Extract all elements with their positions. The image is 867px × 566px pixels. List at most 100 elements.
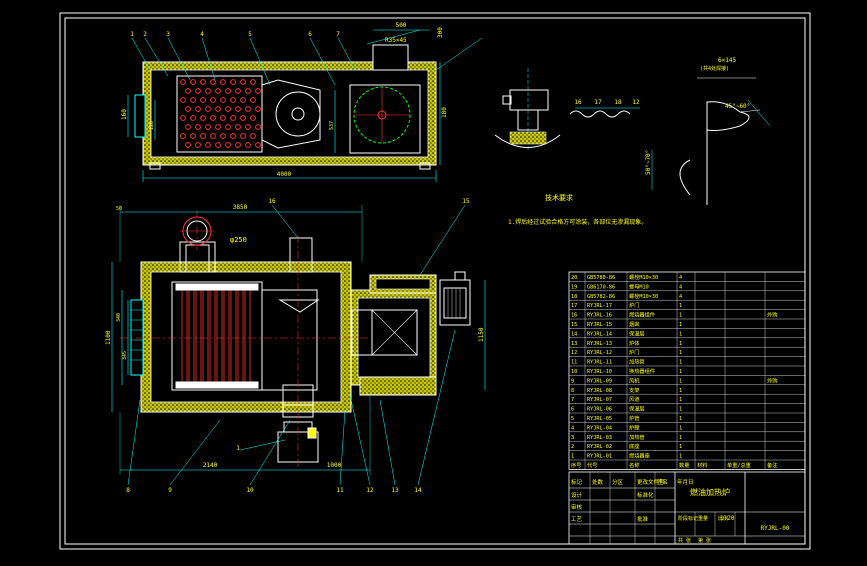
dim-top-160: 160 xyxy=(121,109,128,120)
bom-cell: RYJRL-12 xyxy=(587,350,612,356)
bom-cell: GB5782-86 xyxy=(587,294,615,300)
part-balloon-label: 3 xyxy=(166,31,170,38)
part-balloon-label: 13 xyxy=(391,487,399,494)
title-block-label: 比例 xyxy=(718,515,728,522)
heater-tube-dot xyxy=(225,106,231,112)
bom-cell: 1 xyxy=(679,388,682,394)
title-block-cell: 批准 xyxy=(637,515,649,523)
bom-cell: 4 xyxy=(679,294,682,300)
part-balloon-label: 11 xyxy=(336,487,344,494)
bom-cell: 1 xyxy=(679,322,682,328)
bom-cell: 16 xyxy=(571,313,577,319)
bom-cell: RYJRL-11 xyxy=(587,360,612,366)
bom-cell: 1 xyxy=(679,341,682,347)
bom-cell: 10 xyxy=(571,369,577,375)
bom-cell: 螺母M10 xyxy=(629,282,649,290)
heater-tube-dot xyxy=(185,124,191,130)
heater-tube-dot xyxy=(180,97,186,103)
bom-cell: 14 xyxy=(571,331,577,337)
heater-tube-array xyxy=(180,79,261,148)
bom-cell: GB5780-86 xyxy=(587,275,615,281)
dim-50: 50 xyxy=(116,206,122,212)
part-balloon-label: 15 xyxy=(462,198,470,205)
bom-cell: 13 xyxy=(571,341,577,347)
weld-note: (共4处焊接) xyxy=(700,65,729,72)
heater-tube-dot xyxy=(180,79,186,85)
heater-tube-dot xyxy=(225,142,231,148)
bom-cell: RYJRL-04 xyxy=(587,425,612,431)
heater-tube-dot xyxy=(200,79,206,85)
angle-45-60: 45°~60° xyxy=(725,103,750,110)
heater-tube-dot xyxy=(255,142,261,148)
bom-header-cell: 备注 xyxy=(767,461,777,469)
title-block-cell: 签名 xyxy=(657,478,668,486)
bom-cell: 5 xyxy=(571,416,574,422)
bom-cell: 1 xyxy=(679,313,682,319)
bom-cell: 支架 xyxy=(629,386,639,394)
heater-tube-dot xyxy=(195,106,201,112)
title-block-cell: 更改文件号 xyxy=(637,478,665,486)
bom-cell: 20 xyxy=(571,275,577,281)
heater-tube-dot xyxy=(195,88,201,94)
bom-cell: 1 xyxy=(679,444,682,450)
bom-cell: 19 xyxy=(571,284,577,290)
bom-cell: 1 xyxy=(679,397,682,403)
outer-frame xyxy=(59,12,811,550)
bom-cell: RYJRL-01 xyxy=(587,454,612,460)
heater-tube-dot xyxy=(255,124,261,130)
heater-tube-dot xyxy=(220,133,226,139)
heater-tube-dot xyxy=(220,115,226,121)
dim-top-180: 180 xyxy=(441,107,448,118)
dim-top-500: 500 xyxy=(396,22,407,29)
title-block-label: 共 张 xyxy=(678,537,691,544)
heater-tube-dot xyxy=(240,133,246,139)
bom-cell: 11 xyxy=(571,360,577,366)
part-balloon-label: 12 xyxy=(632,99,640,106)
heater-tube-dot xyxy=(210,97,216,103)
dim-3850: 3850 xyxy=(233,204,248,211)
heater-tube-dot xyxy=(200,97,206,103)
dim-2140: 2140 xyxy=(203,462,218,469)
bom-cell: 17 xyxy=(571,303,577,309)
bom-cell: 保温层 xyxy=(629,405,645,413)
weld-size: 6×145 xyxy=(718,57,736,64)
heater-tube-dot xyxy=(245,124,251,130)
bom-cell: RYJRL-14 xyxy=(587,331,612,337)
bom-cell: 9 xyxy=(571,378,574,384)
heater-tube-dot xyxy=(215,142,221,148)
heater-tube-dot xyxy=(205,142,211,148)
bom-cell: 1 xyxy=(679,435,682,441)
bom-cell: 15 xyxy=(571,322,577,328)
heater-tube-dot xyxy=(190,97,196,103)
bom-cell: 外购 xyxy=(767,311,777,319)
bom-cell: RYJRL-03 xyxy=(587,435,612,441)
title-block-cell: 年月日 xyxy=(677,478,694,486)
heater-tube-dot xyxy=(230,115,236,121)
bom-cell: 1 xyxy=(679,369,682,375)
bom-cell: 7 xyxy=(571,397,574,403)
dim-top-537: 537 xyxy=(329,121,335,130)
front-heater-bank xyxy=(175,283,259,389)
heater-tube-dot xyxy=(250,115,256,121)
heater-tube-dot xyxy=(200,133,206,139)
bom-header-cell: 材料 xyxy=(697,461,707,469)
tech-req-title: 技术要求 xyxy=(545,193,573,202)
bom-cell: 加热管 xyxy=(629,358,645,366)
heater-tube-dot xyxy=(180,115,186,121)
heater-tube-dot xyxy=(215,124,221,130)
bom-cell: 燃烧器座 xyxy=(629,452,650,460)
part-balloon-label: 12 xyxy=(366,487,374,494)
bom-cell: 1 xyxy=(679,331,682,337)
part-balloon-label: 1 xyxy=(130,31,134,38)
heater-tube-dot xyxy=(220,97,226,103)
bom-cell: 4 xyxy=(679,275,682,281)
bom-cell: 1 xyxy=(679,350,682,356)
bom-cell: RYJRL-08 xyxy=(587,388,612,394)
heater-tube-dot xyxy=(215,88,221,94)
burner-detail-view xyxy=(494,68,640,150)
bom-cell: 底座 xyxy=(629,442,639,450)
